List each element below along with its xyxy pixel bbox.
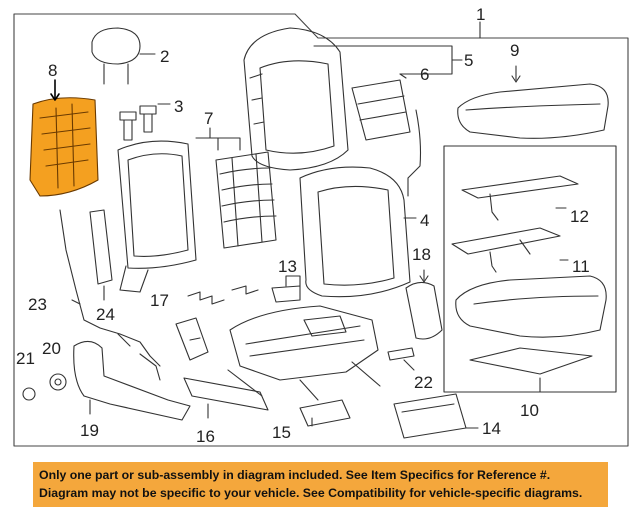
callout-10: 10 [520,401,539,420]
storage-tray-part [393,393,479,439]
callout-12: 12 [570,207,589,226]
callout-20: 20 [42,339,61,358]
seat-back-cushion-part [299,166,417,298]
callout-1: 1 [476,5,485,24]
callout-13: 13 [278,257,297,276]
callout-15: 15 [272,423,291,442]
recliner-knob-part [49,373,67,391]
seat-back-frame-part [117,127,241,293]
cushion-hooks-part [187,275,301,305]
seat-back-cover-part [243,27,349,171]
callout-14: 14 [482,419,501,438]
callout-6: 6 [420,65,429,84]
back-pad-part [351,73,422,197]
side-trim-part [89,209,113,301]
callout-2: 2 [160,47,169,66]
callout-4: 4 [420,211,429,230]
seat-bracket-part [175,317,209,361]
lumbar-spring-part [215,151,277,249]
callout-16: 16 [196,427,215,446]
callout-11: 11 [572,257,590,276]
seat-cushion-pad-part [457,65,609,139]
headrest-part [91,27,156,85]
headrest-guides-part [119,103,171,141]
outer-shield-part [73,340,191,421]
trim-cap-part [22,387,36,401]
heater-element-part [451,227,569,273]
callout-23: 23 [28,295,47,314]
seat-parts-diagram: 1 2 3 4 5 6 7 8 9 10 11 12 13 14 15 16 1… [13,5,629,447]
callout-5: 5 [464,51,473,70]
callout-22: 22 [414,373,433,392]
disclaimer-line-2: Diagram may not be specific to your vehi… [39,486,583,500]
callout-17: 17 [150,291,169,310]
seat-heater-part [461,175,579,221]
callout-24: 24 [96,305,115,324]
disclaimer-banner: Only one part or sub-assembly in diagram… [33,462,608,507]
seat-cushion-cover-part [455,275,607,393]
callout-19: 19 [80,421,99,440]
adjuster-knob-part [387,347,415,371]
side-panel-part [183,377,269,419]
callout-7: 7 [204,109,213,128]
highlighted-seat-back-panel [29,79,99,197]
subassembly-box [443,145,617,393]
disclaimer-line-1: Only one part or sub-assembly in diagram… [39,468,551,482]
callout-9: 9 [510,41,519,60]
wire-harness-part [59,209,161,381]
callout-8: 8 [48,61,57,80]
side-cover-part [405,269,443,340]
assembly-outline [13,13,629,447]
lower-bracket-part [299,399,351,427]
callout-18: 18 [412,245,431,264]
seat-adjuster-frame-part [227,305,381,401]
callout-3: 3 [174,97,183,116]
callout-21: 21 [16,349,35,368]
